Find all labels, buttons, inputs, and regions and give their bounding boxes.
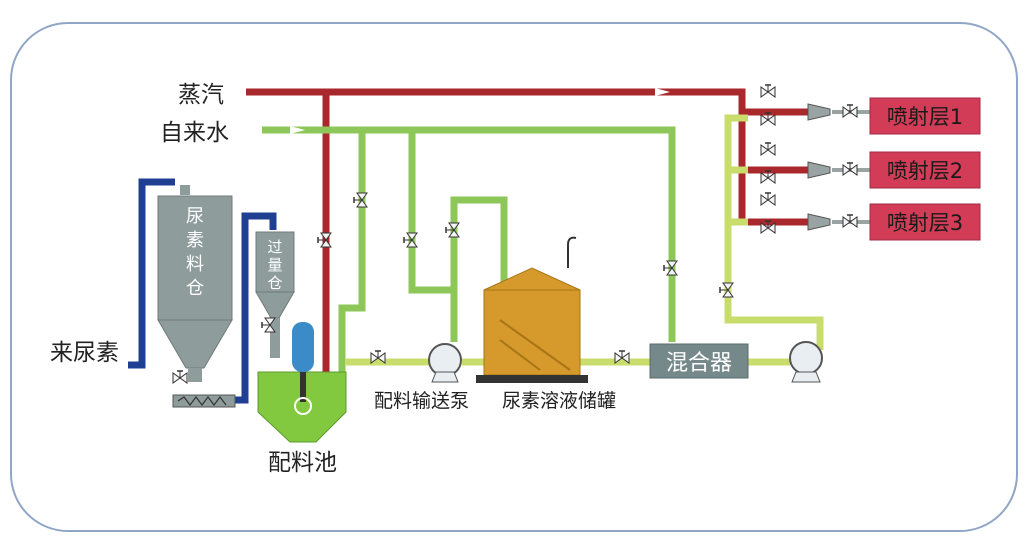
urea-silo-label-4: 仓 xyxy=(186,278,204,299)
injection-layer-3-label: 喷射层3 xyxy=(887,211,963,235)
urea-silo xyxy=(157,185,236,408)
incoming-urea-label: 来尿素 xyxy=(50,340,119,366)
steam-main-pipe xyxy=(246,88,808,372)
injection-layer-2-label: 喷射层2 xyxy=(887,159,963,183)
urea-feed-pipe xyxy=(128,178,175,369)
nozzle-row-1 xyxy=(760,84,870,126)
transfer-pump-label: 配料输送泵 xyxy=(374,390,469,412)
water-pipes xyxy=(262,126,676,372)
injection-layer-2 xyxy=(869,151,981,189)
urea-solution-storage-tank xyxy=(476,236,588,383)
steam-label: 蒸汽 xyxy=(178,82,224,108)
urea-transfer-pipe xyxy=(232,212,277,404)
solution-pipes xyxy=(345,114,824,366)
diagram-frame xyxy=(10,22,1018,532)
injection-layer-1 xyxy=(869,97,981,135)
nozzle-row-3 xyxy=(760,192,870,234)
transfer-pump xyxy=(428,343,462,383)
storage-tank-label: 尿素溶液储罐 xyxy=(502,390,616,412)
steam-arrow xyxy=(655,88,670,96)
tap-water-label: 自来水 xyxy=(160,120,229,146)
nozzle-row-2 xyxy=(760,142,870,184)
urea-silo-label-2: 素 xyxy=(186,230,204,251)
injection-layer-1-label: 喷射层1 xyxy=(887,105,963,129)
transfer-line xyxy=(450,196,508,290)
metering-bin-label-3: 仓 xyxy=(267,274,282,292)
urea-silo-label-3: 料 xyxy=(186,254,204,275)
feed-pump xyxy=(789,341,823,383)
injection-layer-3 xyxy=(869,203,981,241)
metering-bin-label-2: 量 xyxy=(267,256,282,274)
mixing-tank-label: 配料池 xyxy=(268,450,337,476)
urea-silo-label-1: 尿 xyxy=(186,206,204,227)
mixer xyxy=(649,343,749,379)
water-arrow xyxy=(290,126,305,134)
metering-bin-label-1: 过 xyxy=(267,238,282,256)
metering-bin xyxy=(255,231,295,358)
silo-outlet-valve xyxy=(172,370,188,384)
mixer-label: 混合器 xyxy=(666,351,732,376)
mixing-basin xyxy=(257,322,347,443)
